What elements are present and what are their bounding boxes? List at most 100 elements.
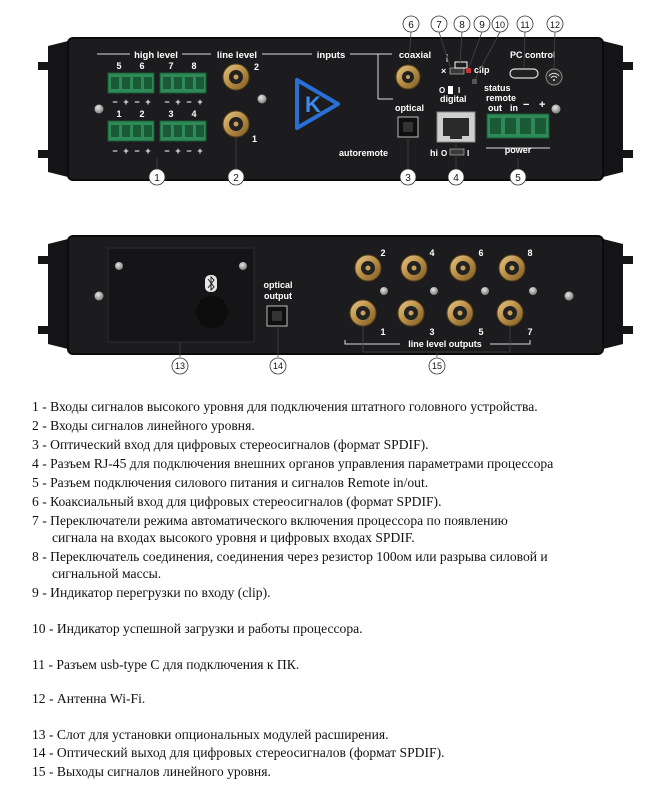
callout-4: 4 xyxy=(453,173,459,184)
callout-10: 10 xyxy=(495,20,505,30)
label-power: power xyxy=(505,145,532,155)
legend-item-9: 9 - Индикатор перегрузки по входу (clip)… xyxy=(32,585,271,600)
ch4-label: 4 xyxy=(191,109,196,119)
callout-6: 6 xyxy=(408,20,414,31)
legend-item-8: 8 - Переключатель соединения, соединения… xyxy=(32,549,548,564)
rca-outputs-bottom xyxy=(349,299,524,327)
terminal-block-1-2 xyxy=(107,120,155,142)
svg-text:−: − xyxy=(134,146,139,156)
high-level-inputs: 5 6 7 8 −+ −+ −+ −+ 1 2 3 4 xyxy=(107,61,207,156)
rca-outputs-top xyxy=(354,254,526,282)
legend-item-13: 13 - Слот для установки опциональных мод… xyxy=(32,727,389,742)
label-status: status xyxy=(484,83,511,93)
line-level-inputs: 2 1 xyxy=(222,62,259,144)
label-out: out xyxy=(488,103,502,113)
svg-text:×: × xyxy=(441,66,446,76)
out-7-label: 7 xyxy=(527,327,532,337)
out-6-label: 6 xyxy=(478,248,483,258)
top-panel-bottom-callouts: 1 2 3 4 5 xyxy=(148,137,527,186)
screw xyxy=(551,104,561,114)
terminal-block-5-6 xyxy=(107,72,155,94)
terminal-block-7-8 xyxy=(159,72,207,94)
label-remote: remote xyxy=(486,93,516,103)
legend-item-4: 4 - Разъем RJ-45 для подключения внешних… xyxy=(32,456,554,471)
callout-13: 13 xyxy=(175,361,185,371)
legend-item-12: 12 - Антенна Wi-Fi. xyxy=(32,691,146,706)
legend-item-15: 15 - Выходы сигналов линейного уровня. xyxy=(32,764,271,779)
out-1-label: 1 xyxy=(380,327,385,337)
label-in: in xyxy=(510,103,518,113)
expansion-slot xyxy=(107,247,255,343)
legend-item-2: 2 - Входы сигналов линейного уровня. xyxy=(32,418,255,433)
brand-logo: K xyxy=(295,78,340,130)
left-mount-bracket-2 xyxy=(38,238,72,350)
legend-item-10: 10 - Индикатор успешной загрузки и работ… xyxy=(32,621,363,636)
callout-2: 2 xyxy=(233,173,239,184)
right-mount-bracket-2 xyxy=(599,238,633,350)
label-coaxial: coaxial xyxy=(399,50,431,61)
callout-9: 9 xyxy=(479,20,485,31)
left-mount-bracket xyxy=(38,40,72,178)
callout-14: 14 xyxy=(273,361,283,371)
svg-text:+: + xyxy=(197,146,202,156)
line-in-2-label: 2 xyxy=(254,62,259,72)
ch2-label: 2 xyxy=(139,109,144,119)
legend-item-14: 14 - Оптический выход для цифровых стере… xyxy=(32,745,445,760)
bluetooth-icon xyxy=(205,275,217,292)
bottom-panel: optical output 2 4 6 xyxy=(38,235,633,355)
svg-text:+: + xyxy=(123,97,128,107)
callout-7: 7 xyxy=(436,20,442,31)
legend-item-3: 3 - Оптический вход для цифровых стереос… xyxy=(32,437,429,452)
callout-11: 11 xyxy=(520,20,529,30)
switch-8 xyxy=(448,86,453,94)
status-led xyxy=(472,79,477,84)
line-level-outputs: 2 4 6 8 1 3 5 7 line level outputs xyxy=(344,248,537,349)
screw xyxy=(94,291,104,301)
svg-text:−: − xyxy=(112,97,117,107)
screw xyxy=(115,262,123,270)
ch8-label: 8 xyxy=(191,61,196,71)
clip-led xyxy=(466,68,471,73)
line-in-1-label: 1 xyxy=(252,134,257,144)
callout-3: 3 xyxy=(405,173,411,184)
top-panel: high level line level inputs coaxial 5 6… xyxy=(38,37,633,181)
expansion-knob xyxy=(196,296,228,328)
svg-text:+: + xyxy=(145,97,150,107)
top-callouts: 6 7 8 9 10 11 12 xyxy=(402,15,564,80)
legend-item-7: 7 - Переключатели режима автоматического… xyxy=(32,513,508,528)
label-optical-output-2: output xyxy=(264,291,292,301)
legend-item-6: 6 - Коаксиальный вход для цифровых стере… xyxy=(32,494,442,509)
out-5-label: 5 xyxy=(478,327,483,337)
callout-1: 1 xyxy=(154,173,160,184)
label-pc-control: PC control xyxy=(510,50,556,60)
screw xyxy=(564,291,574,301)
label-autoremote: autoremote xyxy=(339,148,388,158)
polarity-row-bottom: −+ −+ −+ −+ xyxy=(112,146,202,156)
label-clip: clip xyxy=(474,65,490,75)
out-3-label: 3 xyxy=(429,327,434,337)
usb-c-port xyxy=(509,68,539,79)
legend-item-11: 11 - Разъем usb-type C для подключения к… xyxy=(32,657,300,672)
out-2-label: 2 xyxy=(380,248,385,258)
hi-switch xyxy=(449,148,465,156)
ch5-label: 5 xyxy=(116,61,121,71)
label-line-level: line level xyxy=(217,50,257,61)
ground-screws xyxy=(380,287,537,295)
label-inputs: inputs xyxy=(317,50,346,61)
svg-text:−: − xyxy=(186,97,191,107)
svg-text:−: − xyxy=(186,146,191,156)
autoremote-switches: × clip O I digital status hi O I xyxy=(430,61,511,158)
label-hi: hi xyxy=(430,148,438,158)
svg-text:+: + xyxy=(197,97,202,107)
device-diagram: high level line level inputs coaxial 5 6… xyxy=(38,15,633,375)
svg-text:+: + xyxy=(145,146,150,156)
terminal-block-3-4 xyxy=(159,120,207,142)
callout-12: 12 xyxy=(550,20,560,30)
logo-letter: K xyxy=(305,92,321,117)
switch-7 xyxy=(449,67,465,75)
ch3-label: 3 xyxy=(168,109,173,119)
out-4-label: 4 xyxy=(429,248,434,258)
label-optical-output-1: optical xyxy=(263,280,292,290)
svg-text:+: + xyxy=(175,146,180,156)
bottom-panel-callouts: 13 14 15 xyxy=(171,326,511,375)
